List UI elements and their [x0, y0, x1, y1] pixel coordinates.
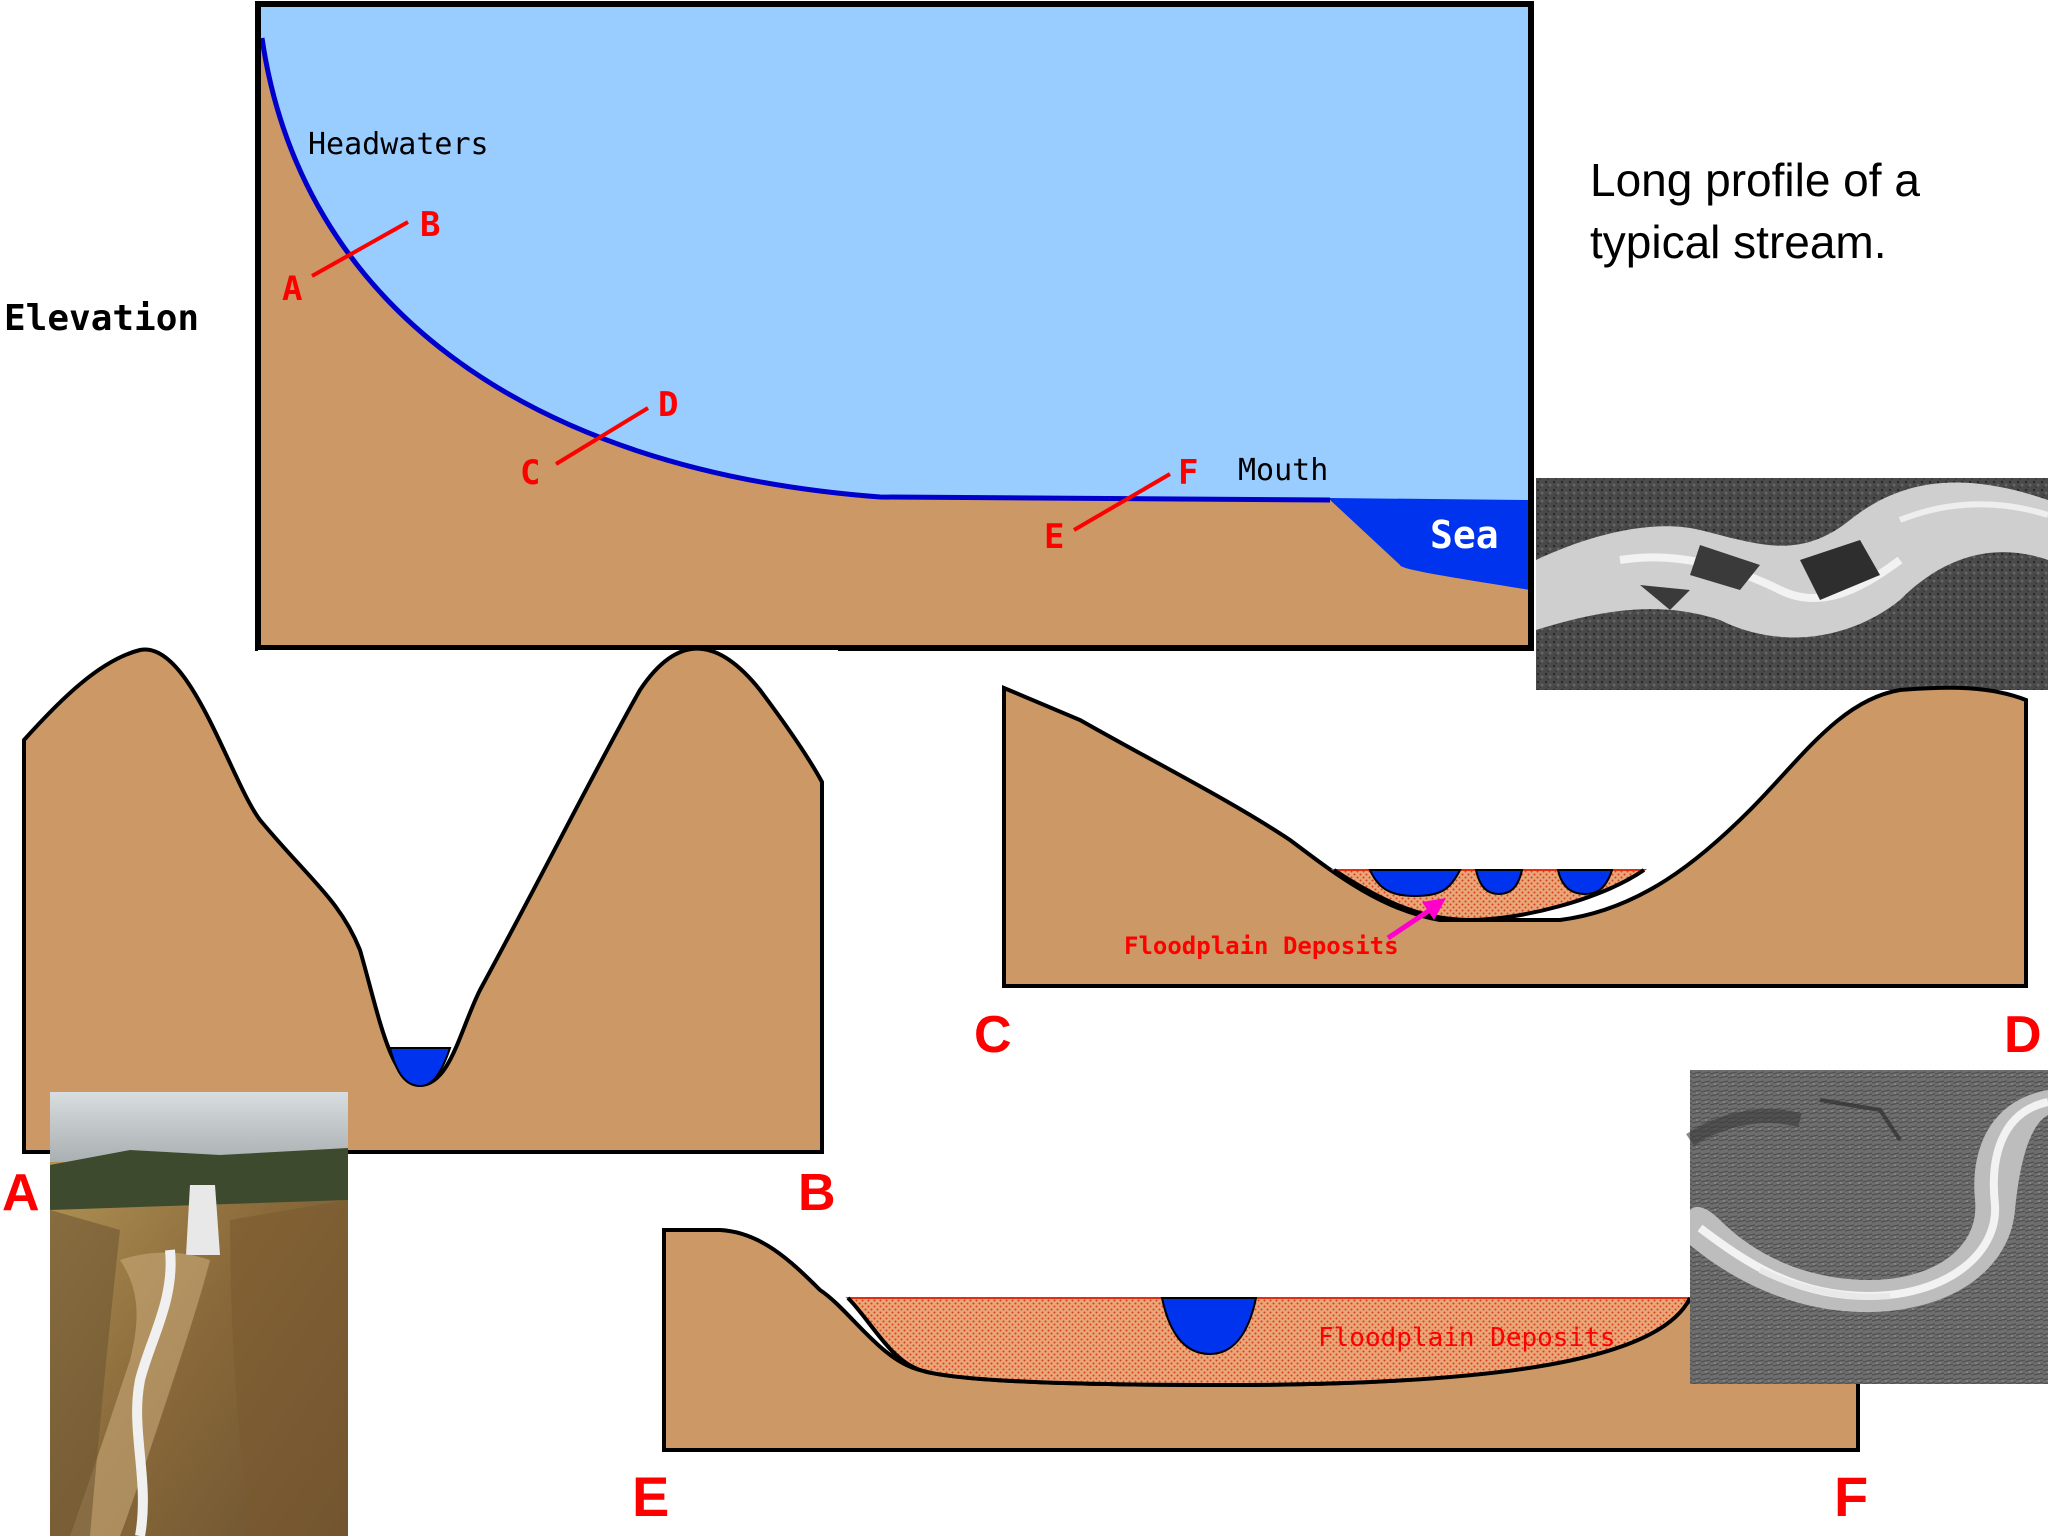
cd-valley-ground	[1002, 684, 2028, 988]
cd-channel-1	[1368, 869, 1462, 898]
marker-ab-line	[311, 220, 409, 278]
yellowstone-canyon-photo	[50, 1092, 348, 1536]
sea-label: Sea	[1430, 513, 1499, 557]
marker-d: D	[658, 385, 678, 425]
marker-f: F	[1178, 453, 1198, 493]
marker-b: B	[420, 205, 440, 245]
meandering-river-aerial-photo	[1686, 1070, 2048, 1384]
profile-earth	[258, 38, 1530, 648]
mouth-label: Mouth	[1238, 453, 1328, 488]
cd-left-label: C	[974, 1006, 1012, 1064]
ef-floodplain-base	[846, 1296, 1692, 1388]
braided-river-aerial-photo	[1536, 478, 2048, 690]
cd-channel-2	[1474, 869, 1524, 896]
stream-profile-line	[259, 37, 1331, 503]
ef-right-label: F	[1834, 1465, 1868, 1528]
marker-c: C	[520, 453, 540, 493]
cd-channel-3	[1556, 869, 1614, 896]
marker-ef-line	[1072, 472, 1172, 532]
ef-floodplain-label: Floodplain Deposits	[1318, 1323, 1615, 1353]
ef-channel	[1160, 1297, 1258, 1356]
marker-a: A	[282, 269, 302, 309]
cd-arrow-line	[1386, 907, 1432, 941]
profile-frame-gap	[258, 650, 838, 660]
cross-section-cd: Floodplain Deposits C D	[974, 684, 2042, 1064]
headwaters-label: Headwaters	[308, 127, 489, 162]
elevation-axis-label: Elevation	[4, 298, 199, 339]
marker-e: E	[1044, 517, 1064, 557]
ab-right-label: B	[798, 1164, 836, 1222]
title-line-1: Long profile of a	[1590, 154, 1920, 206]
sea-water	[1328, 498, 1530, 590]
cross-section-ef: Floodplain Deposits E F	[632, 1228, 1868, 1528]
profile-frame	[255, 1, 1534, 651]
cd-floodplain-label: Floodplain Deposits	[1124, 932, 1399, 960]
title-line-2: typical stream.	[1590, 216, 1887, 268]
marker-cd-line	[554, 406, 650, 466]
cd-arrow-head	[1422, 898, 1446, 920]
ab-left-label: A	[2, 1164, 40, 1222]
long-profile-panel: A B C D E F Headwaters Mouth Sea	[255, 1, 1534, 660]
cd-right-label: D	[2004, 1006, 2042, 1064]
cross-section-ab: A B	[2, 646, 836, 1222]
ef-left-label: E	[632, 1465, 669, 1528]
ab-stream	[388, 1047, 452, 1088]
cd-floodplain-base	[1332, 868, 1646, 923]
